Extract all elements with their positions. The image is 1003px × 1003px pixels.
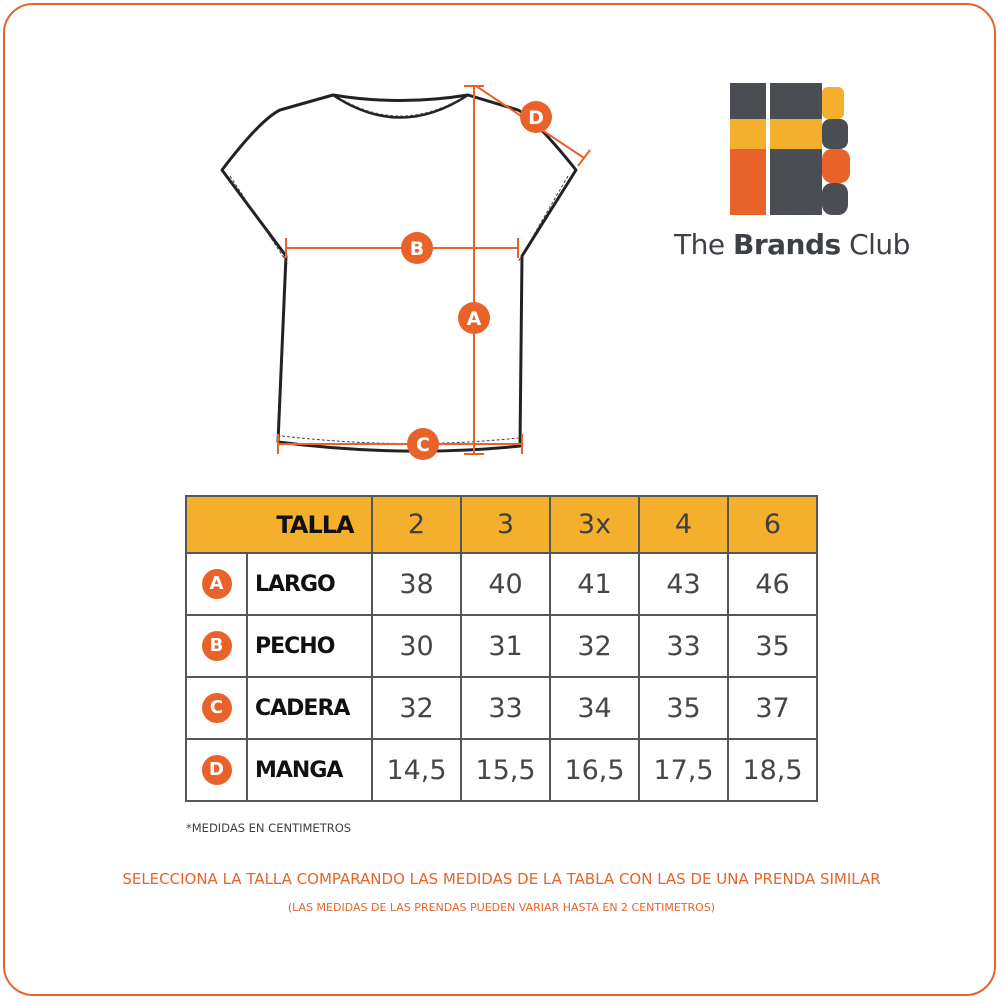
size-header: 6 [727, 495, 818, 554]
brand-name: The Brands Club [674, 228, 910, 261]
table-cell: 18,5 [727, 738, 818, 802]
table-cell: 41 [549, 552, 640, 616]
table-cell: 43 [638, 552, 729, 616]
table-row: C CADERA 32 33 34 35 37 [185, 676, 818, 740]
table-cell: 33 [460, 676, 551, 740]
table-cell: 34 [549, 676, 640, 740]
marker-b: B [401, 232, 433, 264]
units-note: *MEDIDAS EN CENTIMETROS [186, 821, 352, 835]
size-table: TALLA 2 3 3x 4 6 A LARGO 38 40 41 43 46 … [185, 495, 818, 802]
table-row: B PECHO 30 31 32 33 35 [185, 614, 818, 678]
size-header: 4 [638, 495, 729, 554]
table-cell: 38 [371, 552, 462, 616]
row-label: CADERA [246, 676, 373, 740]
table-cell: 32 [371, 676, 462, 740]
badge-d: D [201, 755, 232, 785]
svg-text:B: B [410, 238, 424, 260]
table-cell: 17,5 [638, 738, 729, 802]
table-cell: 37 [727, 676, 818, 740]
advice-text: SELECCIONA LA TALLA COMPARANDO LAS MEDID… [122, 870, 881, 888]
row-label: PECHO [246, 614, 373, 678]
page-frame [3, 3, 996, 996]
table-cell: 40 [460, 552, 551, 616]
size-header: 3 [460, 495, 551, 554]
marker-d: D [520, 101, 552, 133]
marker-a: A [458, 302, 490, 334]
marker-c: C [407, 428, 439, 460]
table-cell: 35 [727, 614, 818, 678]
table-cell: 30 [371, 614, 462, 678]
tshirt-diagram: A B C D [220, 85, 591, 460]
table-cell: 35 [638, 676, 729, 740]
header-label: TALLA [185, 495, 373, 554]
size-header: 2 [371, 495, 462, 554]
table-header-row: TALLA 2 3 3x 4 6 [185, 495, 818, 554]
advice-subtext: (LAS MEDIDAS DE LAS PRENDAS PUEDEN VARIA… [287, 901, 716, 914]
table-cell: 15,5 [460, 738, 551, 802]
svg-text:A: A [467, 308, 482, 330]
badge-c: C [201, 693, 232, 723]
tshirt-outline [220, 93, 578, 453]
table-cell: 31 [460, 614, 551, 678]
brand-logo [730, 83, 850, 215]
size-header: 3x [549, 495, 640, 554]
row-label: MANGA [246, 738, 373, 802]
table-cell: 46 [727, 552, 818, 616]
table-cell: 32 [549, 614, 640, 678]
table-cell: 14,5 [371, 738, 462, 802]
badge-b: B [201, 631, 232, 661]
row-label: LARGO [246, 552, 373, 616]
table-cell: 16,5 [549, 738, 640, 802]
badge-a: A [201, 569, 232, 599]
table-cell: 33 [638, 614, 729, 678]
table-row: D MANGA 14,5 15,5 16,5 17,5 18,5 [185, 738, 818, 802]
svg-text:C: C [416, 434, 430, 456]
table-row: A LARGO 38 40 41 43 46 [185, 552, 818, 616]
svg-text:D: D [528, 107, 544, 129]
